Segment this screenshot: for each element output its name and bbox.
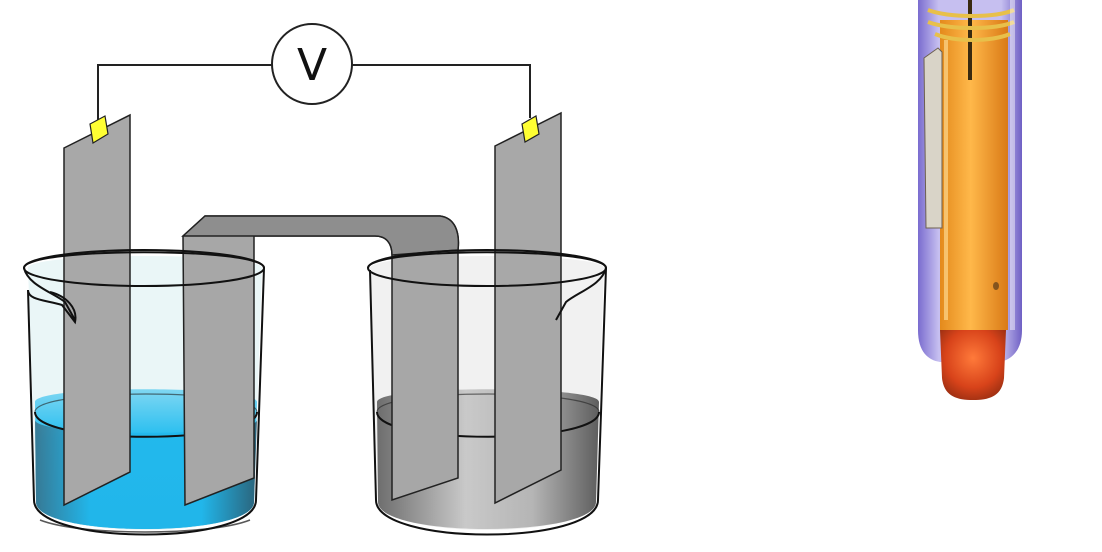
vial-top-coil <box>927 8 1015 42</box>
salt-bridge-body <box>182 215 460 507</box>
left-electrode-plate <box>63 113 131 507</box>
right-solution-surface <box>376 411 600 438</box>
voltmeter-label: V <box>297 40 327 91</box>
vial-red-bottom-layer <box>940 330 1006 400</box>
left-beaker-spout <box>23 267 76 321</box>
left-beaker-front <box>23 249 266 536</box>
left-wire <box>97 64 272 120</box>
right-electrode <box>494 111 562 505</box>
vial-inner-rod <box>923 47 943 229</box>
right-wire <box>352 64 531 118</box>
voltmeter-dial <box>271 23 353 105</box>
voltmeter: V <box>271 23 353 105</box>
left-terminal-clip <box>89 115 109 144</box>
right-beaker-front <box>367 249 608 536</box>
sample-vial <box>918 0 1022 400</box>
right-terminal-clip <box>521 115 540 143</box>
right-beaker-outline <box>367 251 608 536</box>
vial-highlight <box>1010 0 1015 330</box>
salt-bridge <box>181 215 460 507</box>
left-beaker-outline <box>23 251 266 536</box>
right-beaker-spout <box>555 267 607 321</box>
external-circuit <box>97 64 531 120</box>
right-electrode-plate <box>494 111 562 505</box>
left-electrode <box>63 113 131 507</box>
vial-orange-liquid <box>940 20 1008 330</box>
